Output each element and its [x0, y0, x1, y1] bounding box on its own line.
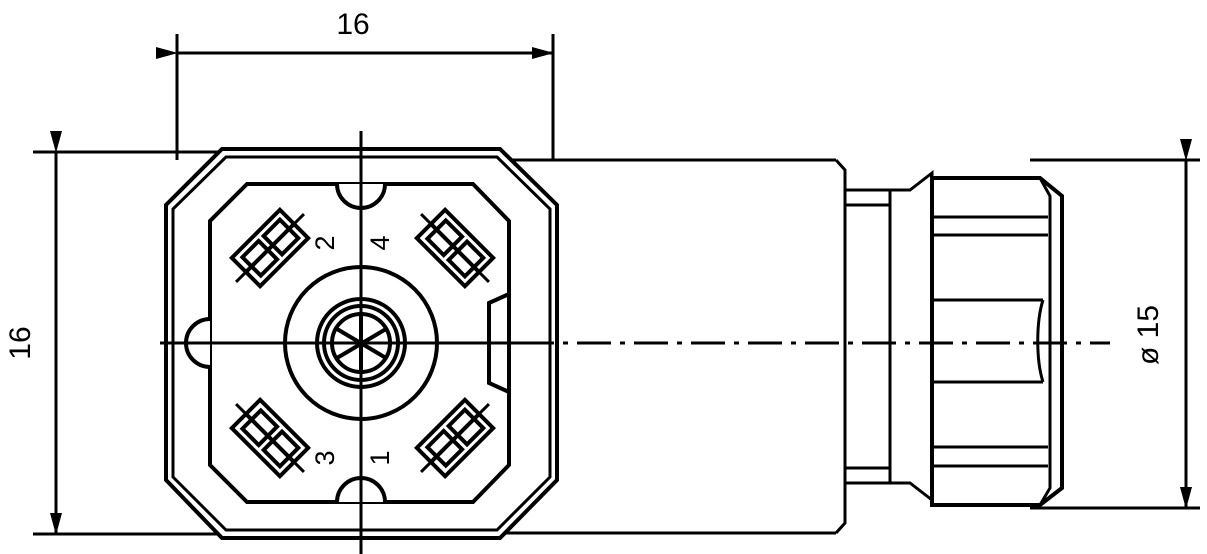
dimension-label-diameter: ø 15 — [1132, 305, 1165, 365]
pin-label-2: 2 — [310, 235, 340, 250]
pin-number-labels: 2 4 3 1 — [310, 235, 395, 465]
pin-label-4: 4 — [365, 235, 395, 250]
housing-inner-octagon — [171, 155, 552, 532]
gland-collar — [888, 169, 934, 504]
connector-barrel — [497, 158, 934, 535]
dimension-width-16: 16 — [156, 8, 555, 160]
dimension-height-16: 16 — [4, 131, 230, 536]
dimension-label-width: 16 — [336, 8, 369, 41]
pin-label-3: 3 — [310, 450, 340, 465]
nut-waist-curve — [1036, 299, 1045, 383]
pin-label-1: 1 — [365, 450, 395, 465]
dimension-label-height: 16 — [4, 326, 37, 359]
center-lines — [160, 131, 1110, 554]
dimension-diameter-15: ø 15 — [1030, 139, 1200, 510]
gland-shoulder-block — [843, 188, 892, 485]
